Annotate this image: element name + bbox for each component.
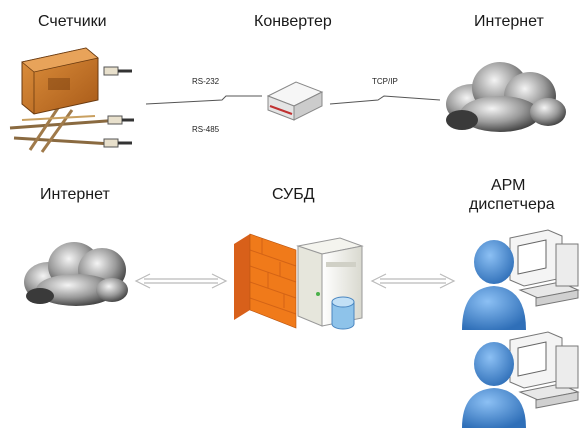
converter-title: Конвертер	[254, 13, 332, 30]
internet-title-bottom: Интернет	[40, 186, 110, 203]
meters-icon	[9, 47, 134, 153]
double-arrow-left	[134, 273, 228, 289]
link-label-tcpip: TCP/IP	[372, 77, 398, 86]
operator-workstation-1-icon	[462, 229, 580, 330]
double-arrow-right	[370, 273, 456, 289]
internet-cloud-bottom-icon	[24, 242, 128, 306]
link-label-rs485: RS-485	[192, 125, 220, 134]
tcpip-link	[329, 95, 441, 105]
internet-title-top: Интернет	[474, 13, 544, 30]
meters-title: Счетчики	[38, 13, 107, 30]
operator-workstation-2-icon	[462, 331, 580, 428]
arm-title-line2: диспетчера	[469, 196, 555, 213]
converter-icon	[266, 81, 324, 121]
arm-title-line1: АРМ	[491, 177, 526, 194]
link-label-rs232: RS-232	[192, 77, 220, 86]
dbms-title: СУБД	[272, 186, 315, 203]
rs232-link	[145, 95, 262, 105]
firewall-icon	[234, 233, 297, 329]
internet-cloud-top-icon	[446, 62, 566, 132]
database-icon	[331, 296, 355, 330]
